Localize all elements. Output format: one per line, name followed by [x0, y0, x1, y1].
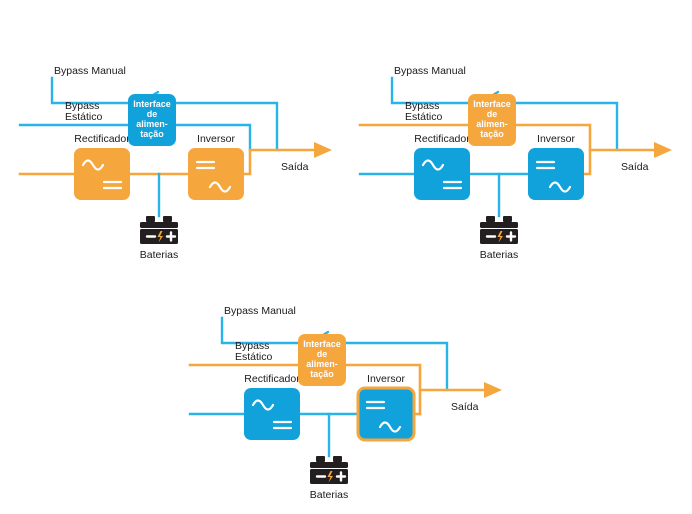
sine-wave-ac-icon — [421, 159, 445, 171]
interface-label-line-3: alimen- — [306, 359, 338, 369]
lightning-bolt-icon — [157, 231, 163, 243]
double-line-dc-icon — [272, 420, 293, 430]
arrow-right-icon — [654, 142, 672, 158]
inverter-output-line — [582, 148, 660, 176]
inversor-label: Inversor — [537, 133, 575, 145]
battery-icon — [310, 456, 348, 484]
lightning-bolt-icon — [497, 231, 503, 243]
bypass-estatico-label-line-2: Estático — [405, 111, 443, 123]
saida-label: Saída — [281, 161, 309, 173]
interface-alimentacao-box[interactable] — [298, 334, 346, 386]
ups-diagram-normal-operation: Rectificador Inversor Interface de alime… — [18, 22, 358, 262]
plus-icon — [335, 471, 347, 482]
saida-label: Saída — [451, 401, 479, 413]
baterias-label: Baterias — [310, 489, 349, 501]
battery-icon — [480, 216, 518, 244]
double-line-dc-icon — [442, 180, 463, 190]
sine-wave-ac-icon — [208, 181, 232, 193]
ups-diagram-inverter-transfer: Rectificador Inversor Interface de alime… — [188, 262, 528, 502]
interface-label-line-3: alimen- — [136, 119, 168, 129]
interface-output-line — [514, 123, 592, 152]
bypass-estatico-label-line-1: Bypass — [235, 340, 269, 352]
bypass-manual-label: Bypass Manual — [394, 65, 466, 77]
saida-label: Saída — [621, 161, 649, 173]
rectificador-label: Rectificador — [414, 133, 470, 145]
bypass-manual-line-right — [156, 101, 279, 152]
bypass-manual-line-left — [50, 76, 142, 105]
bypass-manual-line-right — [326, 341, 449, 392]
interface-label-line-4: tação — [310, 369, 334, 379]
rectificador-box[interactable] — [74, 148, 130, 200]
inversor-box[interactable] — [188, 148, 244, 200]
interface-label-line-1: Interface — [473, 99, 511, 109]
baterias-label: Baterias — [140, 249, 179, 261]
double-line-dc-icon — [535, 160, 556, 170]
sine-wave-ac-icon — [251, 399, 275, 411]
bypass-manual-label: Bypass Manual — [224, 305, 296, 317]
interface-label-line-4: tação — [140, 129, 164, 139]
rectificador-label: Rectificador — [74, 133, 130, 145]
sine-wave-ac-icon — [548, 181, 572, 193]
inversor-label: Inversor — [367, 373, 405, 385]
rectificador-box[interactable] — [414, 148, 470, 200]
bypass-estatico-label-line-2: Estático — [65, 111, 103, 123]
interface-label-line-1: Interface — [133, 99, 171, 109]
interface-label-line-4: tação — [480, 129, 504, 139]
interface-output-line — [344, 363, 422, 416]
inverter-output-line — [242, 148, 320, 176]
sine-wave-ac-icon — [81, 159, 105, 171]
interface-alimentacao-box[interactable] — [128, 94, 176, 146]
baterias-label: Baterias — [480, 249, 519, 261]
inversor-box[interactable] — [528, 148, 584, 200]
plus-icon — [165, 231, 177, 242]
interface-output-line — [174, 123, 252, 152]
arrow-right-icon — [484, 382, 502, 398]
ups-diagram-static-bypass: Rectificador Inversor Interface de alime… — [358, 22, 692, 262]
bypass-estatico-label-line-2: Estático — [235, 351, 273, 363]
double-line-dc-icon — [365, 400, 386, 410]
interface-label-line-2: de — [317, 349, 328, 359]
battery-icon — [140, 216, 178, 244]
sine-wave-ac-icon — [378, 421, 402, 433]
bypass-manual-label: Bypass Manual — [54, 65, 126, 77]
plus-icon — [505, 231, 517, 242]
double-line-dc-icon — [102, 180, 123, 190]
double-line-dc-icon — [195, 160, 216, 170]
inversor-label: Inversor — [197, 133, 235, 145]
arrow-right-icon — [314, 142, 332, 158]
inversor-box[interactable] — [356, 386, 416, 442]
bypass-manual-line-left — [390, 76, 482, 105]
bypass-estatico-label-line-1: Bypass — [405, 100, 439, 112]
bypass-manual-line-left — [220, 316, 312, 345]
interface-label-line-2: de — [147, 109, 158, 119]
lightning-bolt-icon — [327, 471, 333, 483]
bypass-manual-line-right — [496, 101, 619, 152]
interface-label-line-2: de — [487, 109, 498, 119]
rectificador-box[interactable] — [244, 388, 300, 440]
interface-label-line-1: Interface — [303, 339, 341, 349]
interface-alimentacao-box[interactable] — [468, 94, 516, 146]
rectificador-label: Rectificador — [244, 373, 300, 385]
bypass-estatico-label-line-1: Bypass — [65, 100, 99, 112]
interface-label-line-3: alimen- — [476, 119, 508, 129]
